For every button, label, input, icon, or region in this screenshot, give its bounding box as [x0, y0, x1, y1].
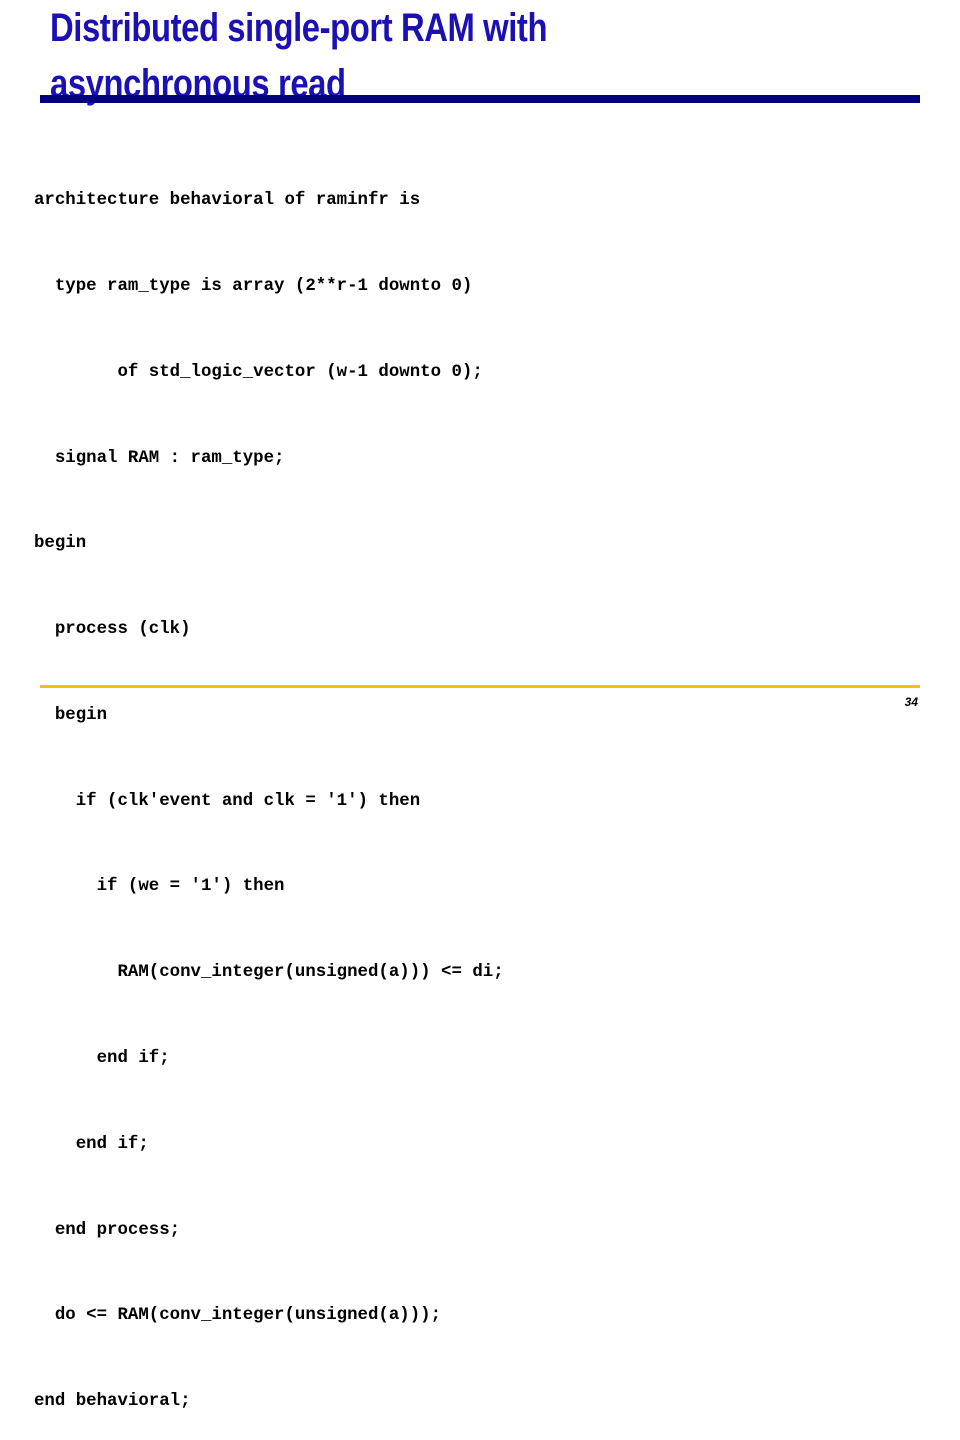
- footer-divider: [40, 685, 920, 688]
- page-number: 34: [904, 695, 918, 709]
- code-line: end process;: [34, 1220, 181, 1240]
- code-line: signal RAM : ram_type;: [34, 448, 285, 468]
- code-line: do <= RAM(conv_integer(unsigned(a)));: [34, 1306, 442, 1326]
- code-line: end if;: [34, 1134, 149, 1154]
- slide-title: Distributed single-port RAM with asynchr…: [50, 6, 548, 106]
- code-line: if (clk'event and clk = '1') then: [34, 791, 421, 811]
- code-line: process (clk): [34, 620, 191, 640]
- code-line: architecture behavioral of raminfr is: [34, 191, 421, 211]
- code-line: type ram_type is array (2**r-1 downto 0): [34, 276, 473, 296]
- title-underline: [40, 95, 920, 103]
- code-line: end if;: [34, 1049, 170, 1068]
- code-line: RAM(conv_integer(unsigned(a))) <= di;: [34, 963, 504, 983]
- code-line: end behavioral;: [34, 1392, 191, 1412]
- code-line: if (we = '1') then: [34, 877, 285, 897]
- vhdl-code-block: architecture behavioral of raminfr is ty…: [34, 130, 504, 1440]
- code-line: begin: [34, 534, 87, 554]
- code-line: begin: [34, 705, 108, 725]
- code-line: of std_logic_vector (w-1 downto 0);: [34, 362, 483, 382]
